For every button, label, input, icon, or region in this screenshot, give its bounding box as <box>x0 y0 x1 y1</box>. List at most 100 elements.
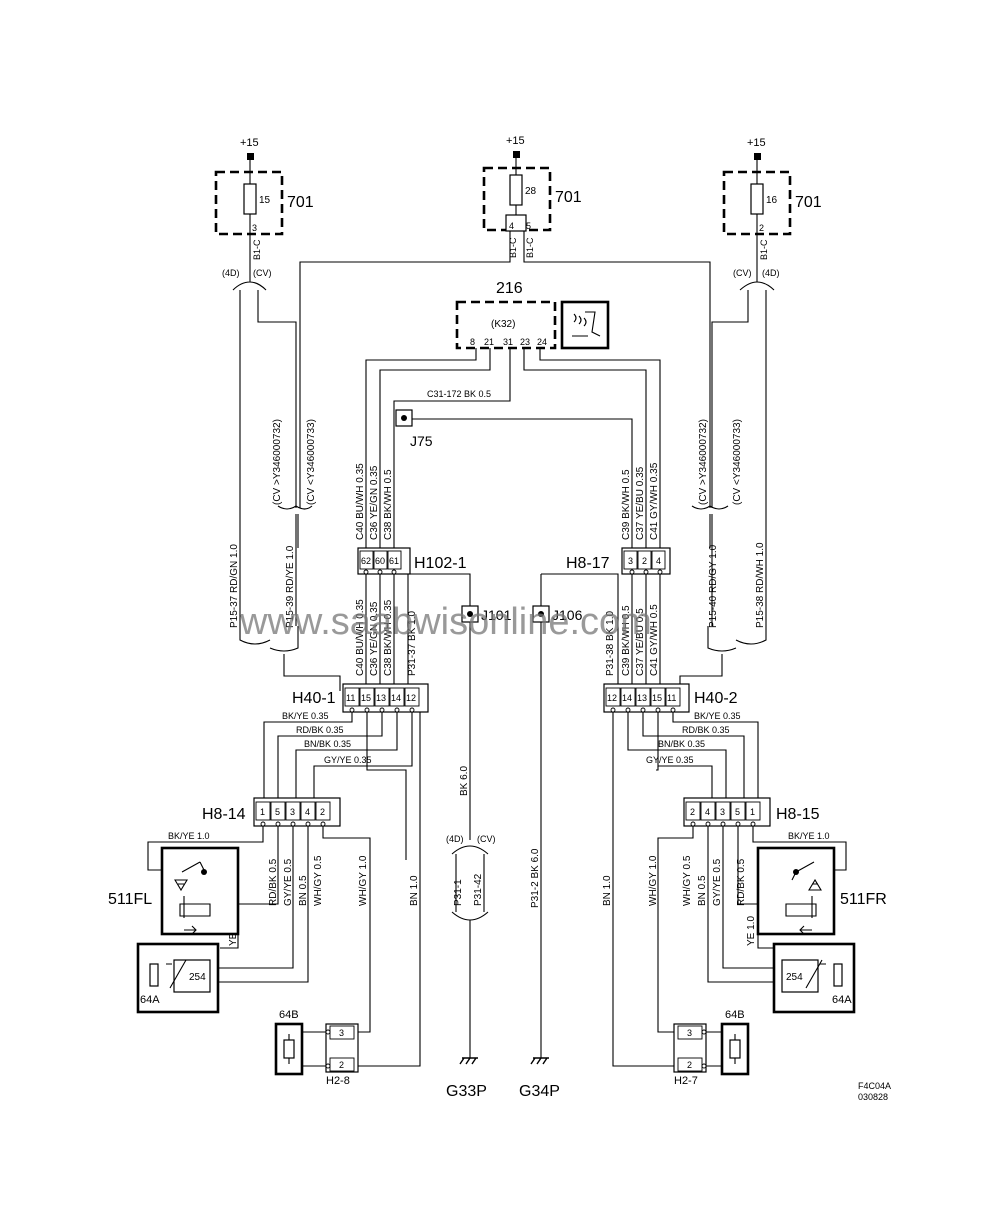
plus15-mid: +15 <box>506 135 525 147</box>
fuse-block-701-left: 701 <box>287 194 314 211</box>
plus15-right: +15 <box>747 137 766 149</box>
variant-cv-lt-right: (CV <Y346000733) <box>732 419 743 505</box>
module-pin-8: 8 <box>470 337 475 347</box>
v4d-right-top: (4D) <box>762 268 780 278</box>
heater-64a-right-label: 64A <box>832 994 852 1006</box>
wire-c39-mid: C39 BK/WH 0.5 <box>621 605 632 676</box>
fuse-left-group: +15 15 701 3 B1-C (4D) (CV) P15-37 RD/GN… <box>214 137 341 691</box>
h40-2-pin-14: 14 <box>622 693 632 703</box>
b1c-mid-a: B1-C <box>508 237 518 258</box>
h102-pin-61: 61 <box>389 556 399 566</box>
h2-8-pin-3: 3 <box>339 1028 344 1038</box>
h8-17-label: H8-17 <box>566 555 610 572</box>
h8-15-pin-3: 3 <box>720 807 725 817</box>
wire-c41: C41 GY/WH 0.35 <box>649 462 660 540</box>
heater-64a-left-label: 64A <box>140 994 160 1006</box>
h2-7-label: H2-7 <box>674 1075 698 1087</box>
h8-14-pin-1: 1 <box>260 807 265 817</box>
module-pin-21: 21 <box>484 337 494 347</box>
switch-511fr-label: 511FR <box>840 891 887 908</box>
h40-1-pin-12: 12 <box>406 693 416 703</box>
h102-pin-60: 60 <box>375 556 385 566</box>
wire-p31-38: P31-38 BK 1.0 <box>605 611 616 676</box>
connector-h2-7: 3 2 H2-7 <box>673 1023 722 1087</box>
wire-rdbk-035-left: RD/BK 0.35 <box>296 725 344 735</box>
wire-c39: C39 BK/WH 0.5 <box>621 469 632 540</box>
connector-h8-17: 3 2 4 H8-17 <box>566 547 671 575</box>
connector-h2-8: 3 2 H2-8 <box>302 1023 359 1087</box>
h40-2-label: H40-2 <box>694 690 738 707</box>
wire-c31-172: C31-172 BK 0.5 <box>427 389 491 399</box>
wire-c31-top <box>393 348 511 548</box>
wire-gyye-035-right: GY/YE 0.35 <box>646 755 694 765</box>
fuse-right-group: +15 16 701 2 B1-C (CV) (4D) P15-40 RD/GY… <box>679 137 822 691</box>
j75-label: J75 <box>410 433 433 449</box>
b1c-right: B1-C <box>759 239 769 260</box>
connector-h8-15: 2 4 3 5 1 H8-15 <box>683 797 820 827</box>
h40-2-pin-12: 12 <box>607 693 617 703</box>
h8-14-pin-5: 5 <box>275 807 280 817</box>
heater-64b-right-label: 64B <box>725 1009 745 1021</box>
wire-c40-mid: C40 BU/WH 0.35 <box>355 599 366 676</box>
connector-h102-1: 62 60 61 H102-1 <box>357 547 467 575</box>
h8-17-pin-2: 2 <box>642 556 647 566</box>
wire-bnbk-035-left: BN/BK 0.35 <box>304 739 351 749</box>
wire-c40-top <box>365 348 477 548</box>
module-id: 216 <box>496 280 523 297</box>
connector-h40-1: 11 15 13 14 12 H40-1 <box>292 683 429 713</box>
pin-2-label: 2 <box>759 223 764 233</box>
h8-15-label: H8-15 <box>776 806 820 823</box>
h2-7-pin-2: 2 <box>687 1060 692 1070</box>
wire-bnbk-035-right: BN/BK 0.35 <box>658 739 705 749</box>
wire-bkye-10-right: BK/YE 1.0 <box>788 831 830 841</box>
diagram-date: 030828 <box>858 1092 888 1102</box>
wire-p31-2: P31-2 BK 6.0 <box>530 848 541 908</box>
h8-17-pin-3: 3 <box>628 556 633 566</box>
wire-bn-05-left: BN 0.5 <box>298 875 309 906</box>
diagram-code: F4C04A <box>858 1081 891 1091</box>
wire-c39-top <box>404 418 633 548</box>
wire-c41-mid: C41 GY/WH 0.5 <box>649 604 660 676</box>
wire-p31-1: P31-1 <box>453 879 464 906</box>
vcv-left-top: (CV) <box>253 268 272 278</box>
switch-511fl: 511FL <box>108 846 240 936</box>
v4d-bottom: (4D) <box>446 834 464 844</box>
h8-17-pin-4: 4 <box>656 556 661 566</box>
h2-8-pin-2: 2 <box>339 1060 344 1070</box>
wire-c36-top <box>379 348 491 548</box>
heater-64b-left: 64B <box>274 1009 304 1076</box>
h2-8-label: H2-8 <box>326 1075 350 1087</box>
fuse-block-701-mid: 701 <box>555 189 582 206</box>
h40-2-pin-15: 15 <box>652 693 662 703</box>
switch-511fl-label: 511FL <box>108 891 152 908</box>
heater-64b-right: 64B <box>720 1009 750 1076</box>
ground-g34p: G34P <box>519 1083 560 1100</box>
watermark: www.saabwisonline.com <box>239 601 652 643</box>
h40-1-pin-13: 13 <box>376 693 386 703</box>
module-216: 216 (K32) 8 21 31 23 24 <box>455 280 610 350</box>
h40-2-pin-11: 11 <box>667 693 676 703</box>
h8-15-pin-4: 4 <box>705 807 710 817</box>
wire-c36-mid: C36 YE/GN 0.35 <box>369 601 380 676</box>
vcv-right-top: (CV) <box>733 268 752 278</box>
wire-rdbk-05-left: RD/BK 0.5 <box>268 858 279 906</box>
wire-rdbk-035-right: RD/BK 0.35 <box>682 725 730 735</box>
connector-h40-2: 12 14 13 15 11 H40-2 <box>603 683 738 713</box>
variant-cv-lt-left: (CV <Y346000733) <box>306 419 317 505</box>
wire-bkye-10-left: BK/YE 1.0 <box>168 831 210 841</box>
wire-p31-42: P31-42 <box>473 873 484 906</box>
wire-whgy-10-left: WH/GY 1.0 <box>358 855 369 906</box>
wire-gyye-05-left: GY/YE 0.5 <box>283 858 294 906</box>
wire-bkye-035-right: BK/YE 0.35 <box>694 711 741 721</box>
heater-64b-left-label: 64B <box>279 1009 299 1021</box>
b1c-mid-b: B1-C <box>525 237 535 258</box>
ground-g33p: G33P <box>446 1083 487 1100</box>
wire-gyye-05-right: GY/YE 0.5 <box>712 858 723 906</box>
wire-whgy-05-right: WH/GY 0.5 <box>682 855 693 906</box>
h102-pin-62: 62 <box>361 556 371 566</box>
wire-c38-mid: C38 BK/WH 0.35 <box>383 599 394 676</box>
wire-whgy-05-left: WH/GY 0.5 <box>313 855 324 906</box>
pin-3-label: 3 <box>252 223 257 233</box>
wire-bn-10-right: BN 1.0 <box>602 875 613 906</box>
wire-bkye-035-left: BK/YE 0.35 <box>282 711 329 721</box>
